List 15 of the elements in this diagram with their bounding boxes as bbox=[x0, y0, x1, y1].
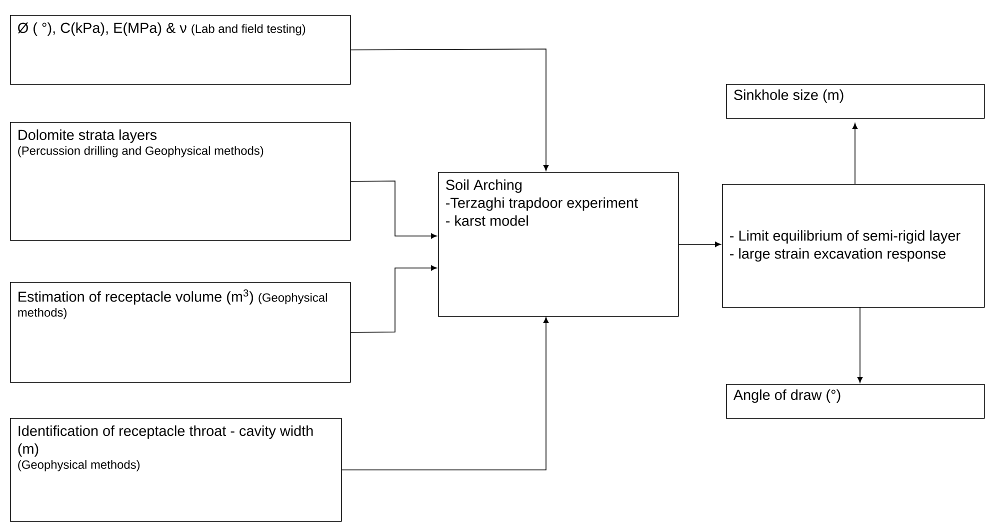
arrow bbox=[857, 306, 863, 383]
arrow bbox=[852, 123, 858, 184]
arrow bbox=[350, 265, 437, 333]
input-box: Ø ( °), C(kPa), E(MPa) & ν (Lab and field testing) bbox=[10, 15, 351, 85]
arrow bbox=[350, 48, 549, 171]
input-box: Dolomite strata layers (Percussion drilling and Geophysical methods) bbox=[10, 122, 351, 241]
output-box: Sinkhole size (m) bbox=[726, 84, 985, 119]
input-box: Identification of receptacle throat - cavity width (m) (Geophysical methods) bbox=[10, 418, 342, 522]
process-box: - Limit equilibrium of semi-rigid layer - large strain excavation response bbox=[722, 184, 985, 308]
input-box: Estimation of receptacle volume (m$^{3}$) (Geophysical methods) bbox=[10, 282, 351, 383]
arrow bbox=[350, 180, 437, 239]
output-box: Angle of draw (°) bbox=[726, 384, 985, 419]
arrow bbox=[678, 242, 721, 248]
process-box: Soil Arching -Terzaghi trapdoor experiment - karst model bbox=[438, 172, 679, 317]
arrow bbox=[341, 317, 549, 470]
